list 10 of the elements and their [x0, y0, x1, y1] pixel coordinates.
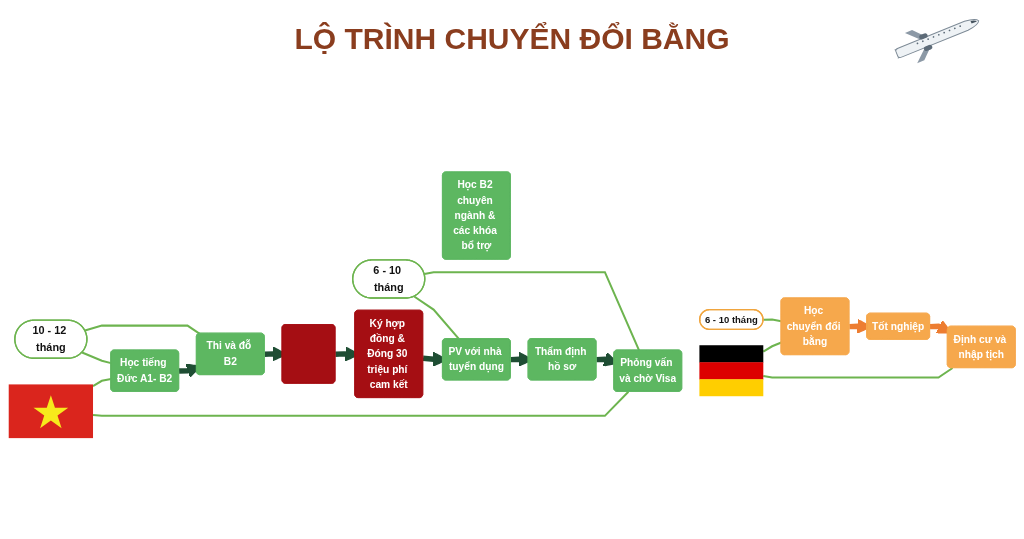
title: LỘ TRÌNH CHUYỂN ĐỔI BẰNG [294, 22, 730, 56]
connector [763, 318, 782, 323]
connector [92, 378, 112, 387]
connector [424, 271, 640, 351]
connector [92, 391, 630, 417]
connector [413, 295, 460, 340]
connector [762, 341, 782, 353]
connector [81, 351, 112, 365]
connector [763, 367, 954, 379]
connector [84, 324, 200, 335]
